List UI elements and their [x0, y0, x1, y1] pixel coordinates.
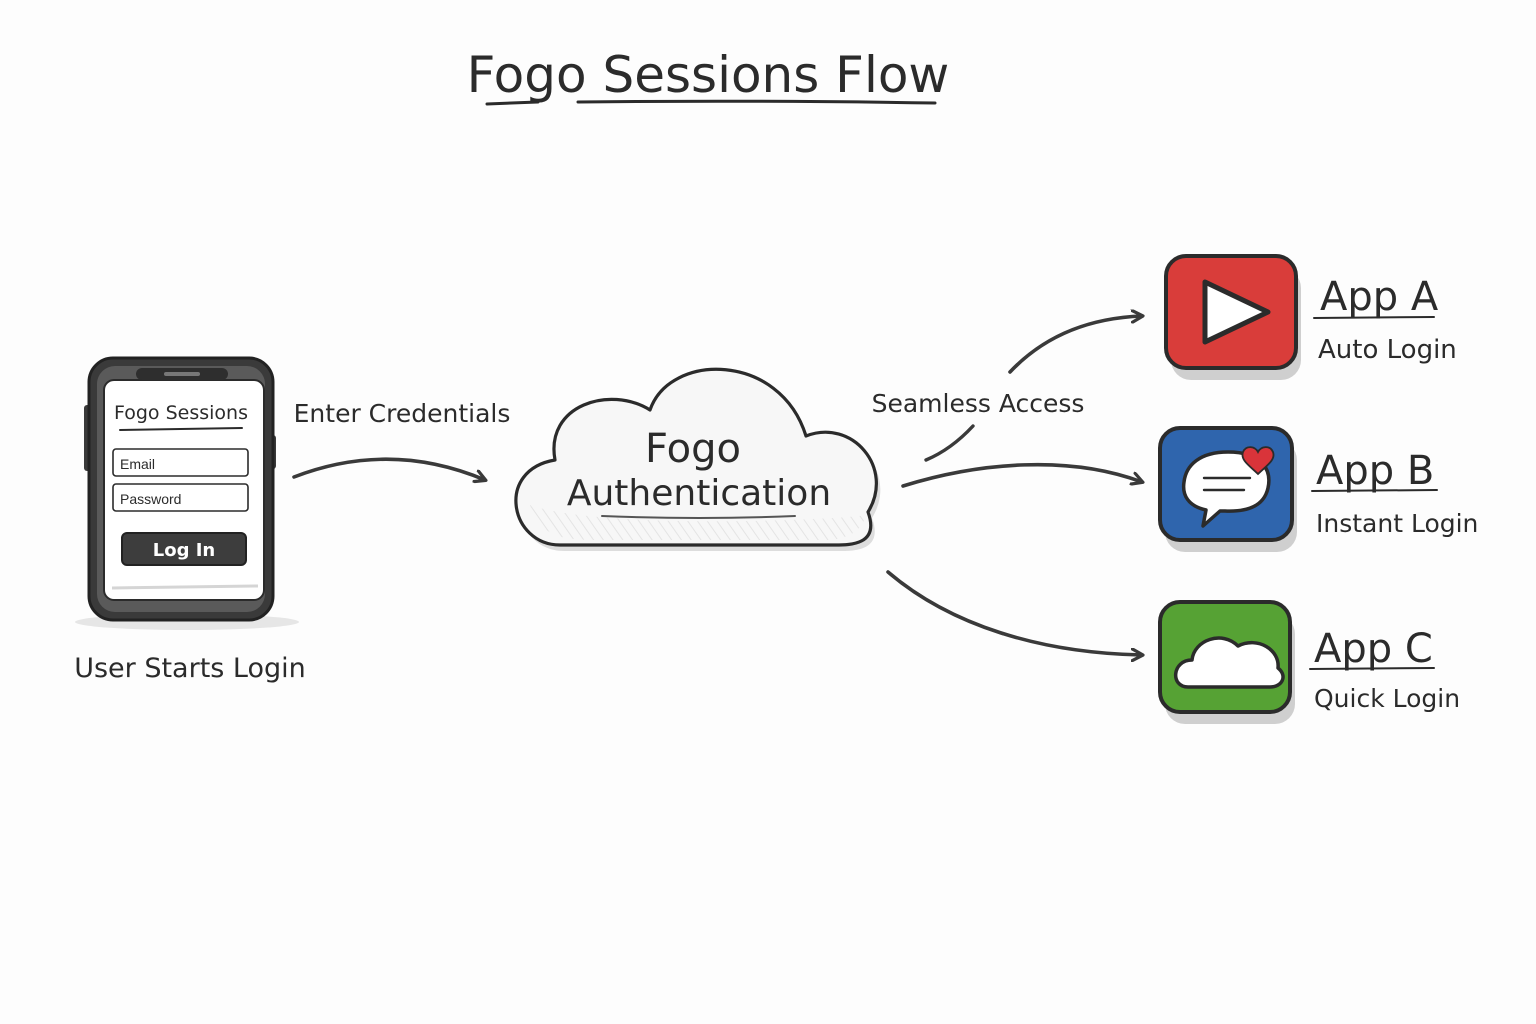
- phone-caption: User Starts Login: [74, 653, 306, 684]
- password-field[interactable]: Password: [112, 483, 249, 512]
- cloud-icon: [1173, 636, 1285, 689]
- chat-heart-icon: [1181, 446, 1275, 528]
- diagram-title-group: Fogo Sessions Flow: [467, 46, 950, 106]
- phone-screen-title: Fogo Sessions: [114, 402, 248, 424]
- credentials-label: Enter Credentials: [294, 399, 511, 428]
- phone-device: Fogo Sessions Email Password Log In: [75, 356, 299, 630]
- password-field-placeholder: Password: [120, 491, 181, 507]
- app-a-name: App A: [1320, 274, 1439, 320]
- app-a-underline: [1313, 316, 1435, 319]
- arrow-credentials: [292, 457, 485, 480]
- auth-cloud: Fogo Authentication: [514, 367, 881, 551]
- title-underline: [485, 99, 937, 106]
- app-b-tile[interactable]: [1158, 426, 1297, 552]
- app-c-subtitle: Quick Login: [1314, 684, 1460, 713]
- arrow-app-a: [1008, 316, 1142, 374]
- app-b-subtitle: Instant Login: [1316, 509, 1478, 538]
- login-button-label: Log In: [153, 540, 216, 561]
- access-label: Seamless Access: [872, 389, 1085, 418]
- email-field[interactable]: Email: [112, 448, 249, 477]
- cloud-label-line1: Fogo: [645, 426, 741, 472]
- phone-screen-shade: [111, 584, 259, 590]
- phone-title-underline: [119, 427, 243, 431]
- cloud-hatch: [530, 505, 866, 540]
- cloud-label-line2: Authentication: [567, 473, 831, 514]
- app-b-name: App B: [1316, 448, 1434, 494]
- heart-icon: [1241, 446, 1275, 476]
- app-c-tile[interactable]: [1158, 600, 1295, 724]
- arrow-app-c: [886, 570, 1142, 655]
- email-field-placeholder: Email: [120, 456, 155, 472]
- diagram-title: Fogo Sessions Flow: [467, 46, 950, 104]
- phone-speaker: [164, 372, 200, 376]
- login-button[interactable]: Log In: [121, 532, 247, 566]
- cloud-shape: [514, 367, 878, 547]
- arrow-app-a-tail: [924, 424, 975, 462]
- play-icon: [1202, 279, 1271, 345]
- app-a-subtitle: Auto Login: [1318, 335, 1457, 365]
- app-a-tile[interactable]: [1164, 254, 1301, 380]
- app-c-name: App C: [1314, 626, 1433, 672]
- arrow-app-b: [901, 462, 1142, 488]
- app-b-underline: [1311, 489, 1438, 492]
- cloud-label-underline: [601, 515, 796, 519]
- app-c-underline: [1309, 667, 1435, 670]
